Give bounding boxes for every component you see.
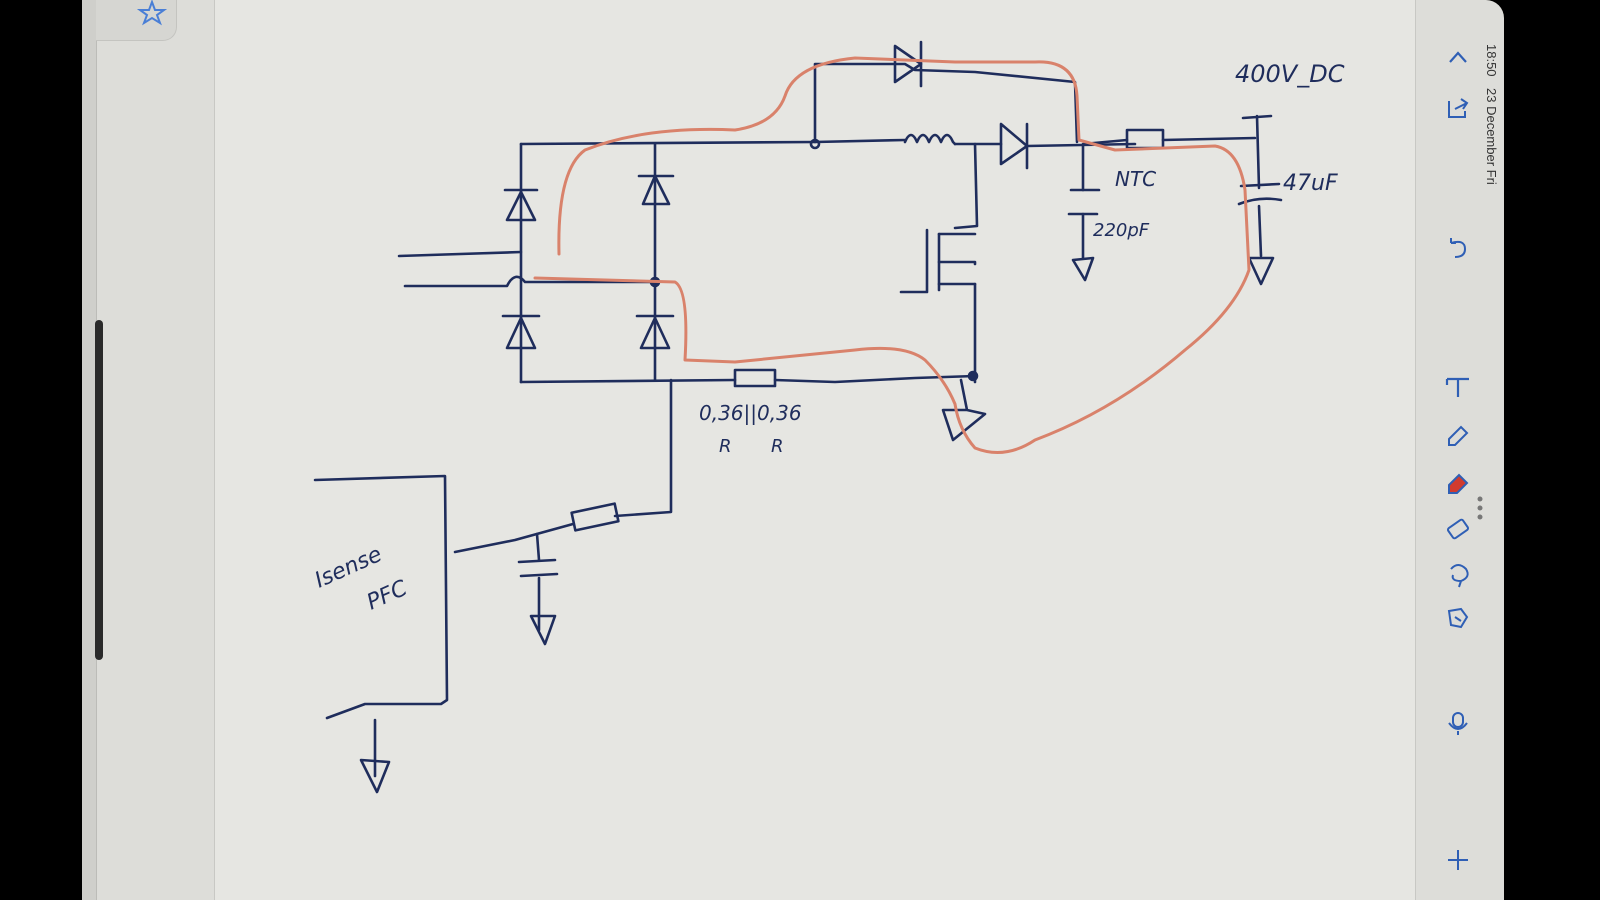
bridge-diode-4: [635, 314, 675, 350]
ntc-label: NTC: [1115, 167, 1156, 191]
source-wire: [773, 374, 977, 384]
mosfet: [899, 228, 977, 384]
bottom-rail-wire: [519, 378, 737, 384]
output-cap-label: 47uF: [1283, 171, 1338, 196]
undo-icon: [1450, 238, 1467, 258]
bypass-wire: [813, 62, 1079, 144]
marker-tool-button[interactable]: [1438, 462, 1478, 502]
ac-input-2: [403, 275, 657, 288]
microphone-button[interactable]: [1438, 704, 1478, 744]
output-rail-wire: [1081, 136, 1257, 146]
text-tool-button[interactable]: [1438, 366, 1478, 406]
star-icon: [136, 0, 168, 26]
sketch-canvas[interactable]: 400V_DC 47uF NTC 220pF 0,36||0,36 R R Is…: [215, 0, 1415, 900]
junction-dot-top: [809, 138, 821, 150]
boost-diode: [999, 122, 1029, 170]
shunt-unit-label-1: R: [719, 436, 732, 457]
more-button[interactable]: [1470, 488, 1490, 528]
small-capacitor: [1067, 144, 1101, 282]
shunt-value-label: 0,36||0,36: [699, 401, 802, 425]
bridge-diode-2: [637, 174, 675, 206]
output-capacitor: [1237, 114, 1283, 286]
text-tool-icon: [1445, 377, 1469, 397]
favorite-button[interactable]: [96, 0, 177, 41]
lasso-icon: [1450, 564, 1469, 588]
boost-inductor: [903, 133, 957, 146]
bridge-diode-3: [501, 314, 541, 350]
add-icon: [1448, 850, 1468, 870]
junction-dot-source: [967, 370, 979, 382]
sense-wire: [613, 378, 673, 518]
shunt-resistor: [733, 368, 777, 388]
top-rail-wire: [519, 138, 907, 146]
export-icon: [1448, 98, 1469, 118]
chevron-up-button[interactable]: [1438, 38, 1478, 78]
ground-symbol-mosfet: [941, 378, 987, 442]
ic-ground-symbol: [359, 758, 391, 794]
marker-icon: [1448, 473, 1469, 494]
shape-tool-button[interactable]: [1438, 598, 1478, 638]
chevron-up-icon: [1449, 51, 1467, 63]
ic-outline: [313, 474, 449, 720]
output-voltage-label: 400V_DC: [1235, 60, 1345, 88]
bridge-diode-1: [503, 188, 539, 222]
lasso-tool-button[interactable]: [1438, 554, 1478, 594]
eraser-icon: [1446, 518, 1470, 540]
filter-resistor: [570, 502, 620, 532]
ic-type-label: PFC: [363, 576, 411, 616]
sidebar-drag-handle[interactable]: [95, 320, 103, 660]
more-icon: [1477, 496, 1483, 520]
note-page[interactable]: 400V_DC 47uF NTC 220pF 0,36||0,36 R R Is…: [214, 0, 1416, 900]
tablet-screen: 400V_DC 47uF NTC 220pF 0,36||0,36 R R Is…: [82, 0, 1504, 900]
pencil-icon: [1448, 425, 1469, 446]
right-toolbar: [1414, 0, 1504, 900]
undo-button[interactable]: [1438, 228, 1478, 268]
pencil-tool-button[interactable]: [1438, 414, 1478, 454]
switch-node-wire: [953, 142, 979, 230]
microphone-icon: [1448, 712, 1468, 735]
status-date: 23 December Fri: [1484, 88, 1499, 185]
status-time: 18:50: [1484, 44, 1499, 77]
ac-input-1: [397, 250, 523, 258]
add-page-button[interactable]: [1438, 840, 1478, 880]
shape-icon: [1447, 607, 1469, 629]
ic-name-label: Isense: [311, 542, 386, 593]
bypass-diode: [893, 40, 923, 88]
filter-wire: [453, 522, 575, 554]
boost-diode-wire: [973, 142, 1137, 148]
export-button[interactable]: [1438, 88, 1478, 128]
current-loop-highlight: [533, 56, 1251, 454]
status-bar: 18:50 23 December Fri: [1484, 44, 1499, 193]
small-cap-label: 220pF: [1093, 220, 1150, 241]
eraser-tool-button[interactable]: [1438, 508, 1478, 548]
shunt-unit-label-2: R: [771, 436, 784, 457]
filter-capacitor: [517, 532, 559, 646]
